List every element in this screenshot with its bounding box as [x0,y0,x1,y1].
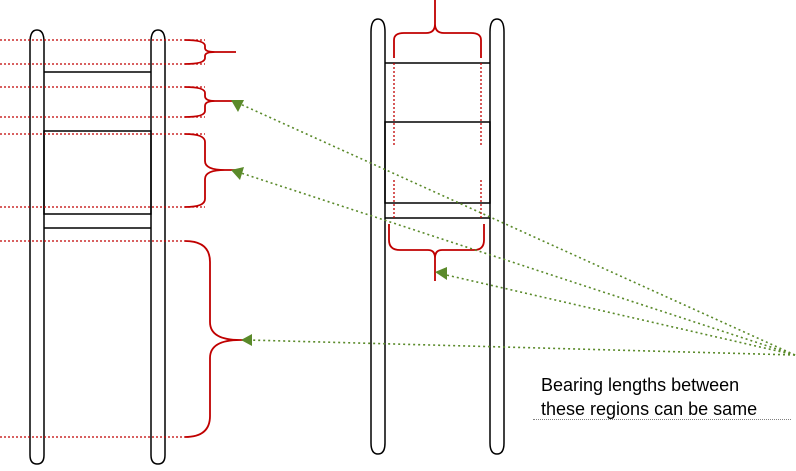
brace-top [393,0,482,58]
arrow-line-2 [237,171,796,356]
left-ladder [29,29,166,465]
brace-region-3 [184,133,236,208]
arrow-head-1 [231,100,244,112]
caption-line-1: Bearing lengths between [541,375,740,395]
arrow-line-1 [237,102,796,356]
arrow-heads [231,100,447,346]
pointer-arrows [237,102,796,356]
right-braces [388,0,485,281]
arrow-head-4 [241,334,252,346]
caption: Bearing lengths between these regions ca… [541,373,791,421]
right-ladder-left-rail [370,18,386,455]
arrow-head-2 [231,167,244,180]
brace-region-1 [184,39,236,65]
left-ladder-right-rail [150,29,166,465]
caption-line-2: these regions can be same [541,399,758,419]
right-ladder-right-rail [489,18,505,455]
caption-underline [533,419,791,420]
left-ladder-middle-rung [43,130,152,215]
left-ladder-left-rail [29,29,45,465]
left-dotted-guides [0,39,205,438]
brace-region-4 [184,240,246,438]
arrow-head-3 [435,267,447,280]
arrow-line-3 [441,273,796,356]
brace-region-2 [184,86,236,118]
right-ladder-middle-rung [384,121,491,204]
left-braces [184,39,246,438]
right-dotted-guides [393,63,482,218]
arrow-line-4 [247,339,796,356]
right-ladder [370,18,505,455]
brace-bottom [388,224,485,281]
